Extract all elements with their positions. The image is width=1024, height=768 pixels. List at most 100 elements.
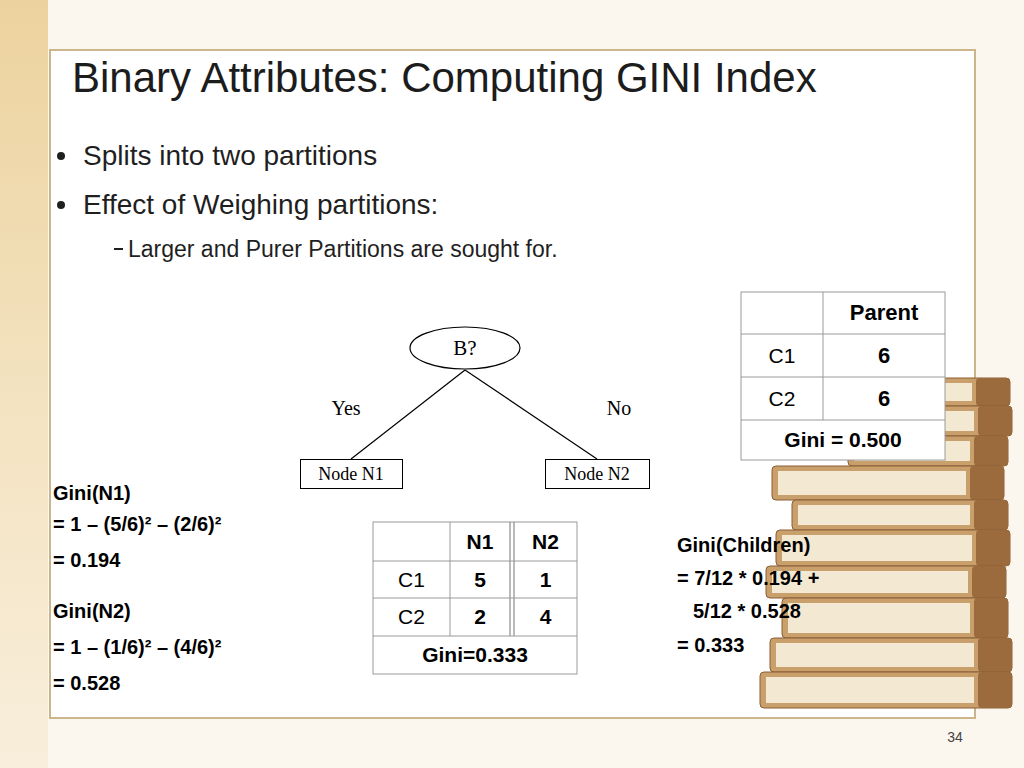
table-rule	[373, 636, 577, 637]
book-cover	[772, 466, 1004, 500]
formula-text: 5/12 * 0.528	[693, 600, 801, 623]
book	[770, 638, 1012, 672]
book-spine	[978, 672, 1012, 708]
table-rule	[450, 522, 451, 636]
table-cell-row: 1	[514, 561, 577, 598]
formula-text-row: = 7/12 * 0.194 +	[677, 563, 937, 593]
tree-branch	[465, 370, 597, 459]
node-text: B?	[453, 336, 476, 361]
slide-title: Binary Attributes: Computing GINI Index	[72, 54, 817, 102]
table-row-head-row: C2	[373, 598, 450, 636]
formula-text-row: Gini(N1)	[53, 478, 313, 508]
book-spine	[976, 378, 1010, 406]
table-row-head: C1	[398, 568, 425, 592]
sub-bullet-dash	[114, 248, 123, 250]
children-table	[373, 522, 577, 674]
table-header-row: N1	[450, 522, 510, 561]
node-text: Node N2	[564, 464, 630, 485]
table-header: Parent	[850, 300, 918, 326]
table-cell: 6	[878, 386, 890, 412]
table-header-row: Parent	[823, 292, 945, 334]
book-spine	[974, 500, 1008, 530]
table-cell-row: 2	[450, 598, 510, 636]
leaf-box: Node N1	[300, 459, 403, 489]
branch-label: No	[607, 397, 631, 420]
table-footer: Gini=0.333	[422, 643, 528, 667]
table-rule	[373, 561, 577, 562]
book-pages	[766, 677, 974, 703]
formula-text: Gini(N2)	[53, 600, 131, 623]
table-rule	[373, 598, 577, 599]
bullet-text: Splits into two partitions	[83, 140, 377, 172]
table-cell: 2	[474, 605, 486, 629]
table-rule	[741, 420, 945, 421]
node-text: Node N1	[318, 464, 384, 485]
table-cell-row: 4	[514, 598, 577, 636]
ellipse-shape	[410, 327, 520, 369]
branch-label-row: No	[607, 397, 631, 420]
book-cover	[760, 672, 1012, 708]
book-pages	[782, 535, 972, 561]
formula-text: = 1 – (1/6)² – (4/6)²	[53, 636, 221, 659]
page-number-row: 34	[935, 727, 975, 747]
formula-text-row: = 1 – (1/6)² – (4/6)²	[53, 632, 313, 662]
slide-frame	[50, 50, 975, 718]
table-cell: 5	[474, 568, 486, 592]
bullet-text: Effect of Weighing partitions:	[83, 189, 438, 221]
table-header: N2	[532, 530, 559, 554]
table-cell-row: 6	[823, 377, 945, 420]
parent-table	[741, 292, 945, 460]
sub-bullet-text-row: Larger and Purer Partitions are sought f…	[128, 233, 848, 265]
formula-text: = 0.194	[53, 549, 120, 572]
book-spine	[976, 530, 1010, 566]
table-rule	[823, 292, 824, 420]
table-frame	[373, 522, 577, 674]
formula-text: Gini(N1)	[53, 482, 131, 505]
table-rule	[741, 377, 945, 378]
table-cell: 6	[878, 343, 890, 369]
table-rule	[741, 334, 945, 335]
formula-text: = 0.528	[53, 672, 120, 695]
book-cover	[782, 598, 1008, 638]
table-row-head: C2	[769, 387, 796, 411]
formula-text-row: Gini(Children)	[677, 530, 937, 560]
book-pages	[798, 505, 970, 525]
table-row-head: C2	[398, 605, 425, 629]
decision-ellipse: B?	[409, 326, 521, 370]
formula-text-row: = 0.194	[53, 545, 313, 575]
book-spine	[972, 566, 1006, 598]
table-row-head-row: C1	[373, 561, 450, 598]
branch-label-row: Yes	[331, 397, 360, 420]
table-rule	[510, 522, 511, 636]
table-cell: 1	[540, 568, 552, 592]
table-frame	[741, 292, 945, 460]
bullet-dot	[57, 152, 65, 160]
table-cell-row: 5	[450, 561, 510, 598]
book	[760, 672, 1012, 708]
tree-branch	[351, 370, 465, 459]
book-spine	[978, 638, 1012, 672]
side-band	[0, 0, 48, 768]
book-pages	[776, 643, 974, 667]
table-cell: 4	[540, 605, 552, 629]
formula-text-row: Gini(N2)	[53, 596, 313, 626]
formula-text: = 7/12 * 0.194 +	[677, 567, 819, 590]
table-header-row: N2	[514, 522, 577, 561]
bullet-text-row: Effect of Weighing partitions:	[83, 185, 703, 225]
table-header: N1	[467, 530, 494, 554]
branch-label: Yes	[331, 397, 360, 420]
bullet-text-row: Splits into two partitions	[83, 136, 703, 176]
leaf-box: Node N2	[545, 459, 650, 489]
formula-text-row: = 1 – (5/6)² – (2/6)²	[53, 509, 313, 539]
formula-text-row: = 0.528	[53, 668, 313, 698]
formula-text: Gini(Children)	[677, 534, 810, 557]
table-row-head-row: C1	[741, 334, 823, 377]
book	[772, 466, 1004, 500]
bullet-dot	[57, 201, 65, 209]
book-spine	[970, 466, 1004, 500]
formula-text-row: 5/12 * 0.528	[693, 596, 953, 626]
table-row-head-row: C2	[741, 377, 823, 420]
book-spine	[978, 406, 1012, 436]
